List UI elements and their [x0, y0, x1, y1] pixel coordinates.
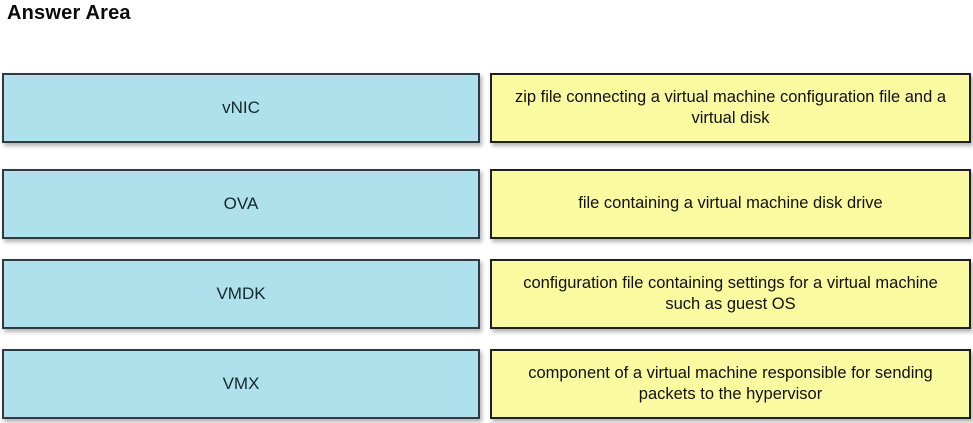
page-title: Answer Area	[7, 2, 131, 24]
match-rows: vNIC zip file connecting a virtual machi…	[0, 25, 973, 419]
match-row-2: OVA file containing a virtual machine di…	[2, 169, 973, 239]
match-row-3: VMDK configuration file containing setti…	[2, 259, 973, 329]
description-box-3[interactable]: configuration file containing settings f…	[490, 259, 971, 329]
description-box-1[interactable]: zip file connecting a virtual machine co…	[490, 73, 971, 143]
term-box-ova[interactable]: OVA	[2, 169, 480, 239]
term-box-vmx[interactable]: VMX	[2, 349, 480, 419]
term-box-vmdk[interactable]: VMDK	[2, 259, 480, 329]
match-row-1: vNIC zip file connecting a virtual machi…	[2, 73, 973, 143]
match-row-4: VMX component of a virtual machine respo…	[2, 349, 973, 419]
description-box-4[interactable]: component of a virtual machine responsib…	[490, 349, 971, 419]
term-box-vnic[interactable]: vNIC	[2, 73, 480, 143]
description-box-2[interactable]: file containing a virtual machine disk d…	[490, 169, 971, 239]
